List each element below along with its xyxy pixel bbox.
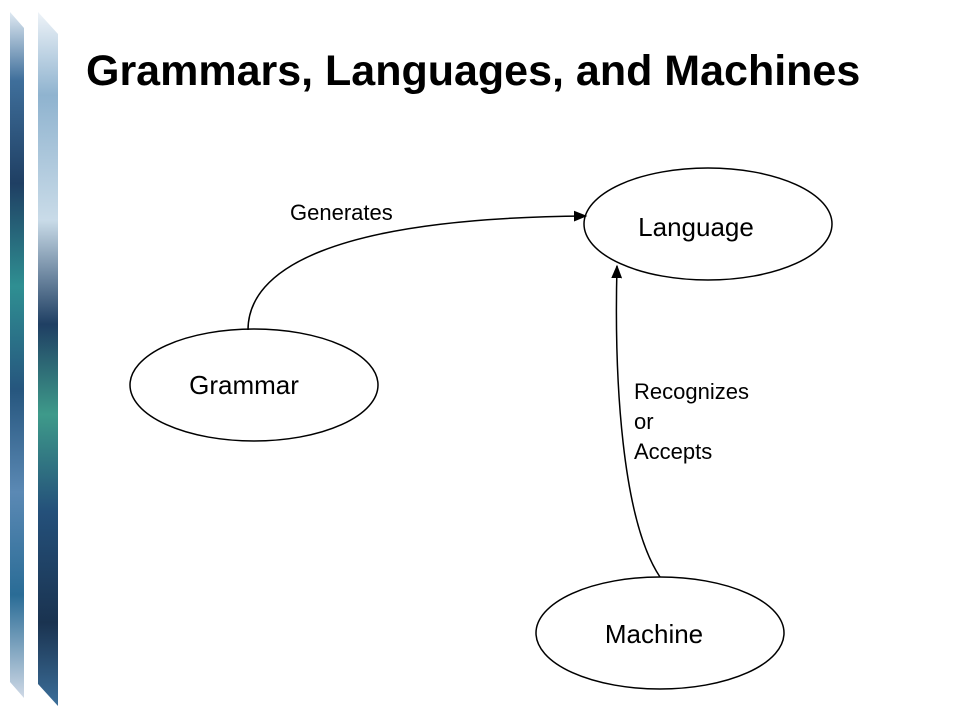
generates-arrow — [247, 210, 588, 331]
grammar-node — [129, 328, 379, 442]
language-node — [583, 167, 833, 281]
recognizes-arrow — [611, 264, 661, 578]
recognizes-label-line: Recognizes — [634, 379, 749, 404]
decorative-stripe-left — [10, 12, 24, 698]
recognizes-label: Recognizes or Accepts — [634, 379, 755, 464]
recognizes-label-line: Accepts — [634, 439, 712, 464]
decorative-stripe-right — [38, 12, 58, 706]
language-node-label: Language — [638, 212, 754, 242]
slide-title: Grammars, Languages, and Machines — [86, 47, 861, 95]
generates-label: Generates — [290, 200, 393, 225]
recognizes-label-line: or — [634, 409, 654, 434]
grammar-node-label: Grammar — [189, 370, 299, 400]
decorative-border-stripes — [10, 12, 58, 706]
machine-node-label: Machine — [605, 619, 703, 649]
